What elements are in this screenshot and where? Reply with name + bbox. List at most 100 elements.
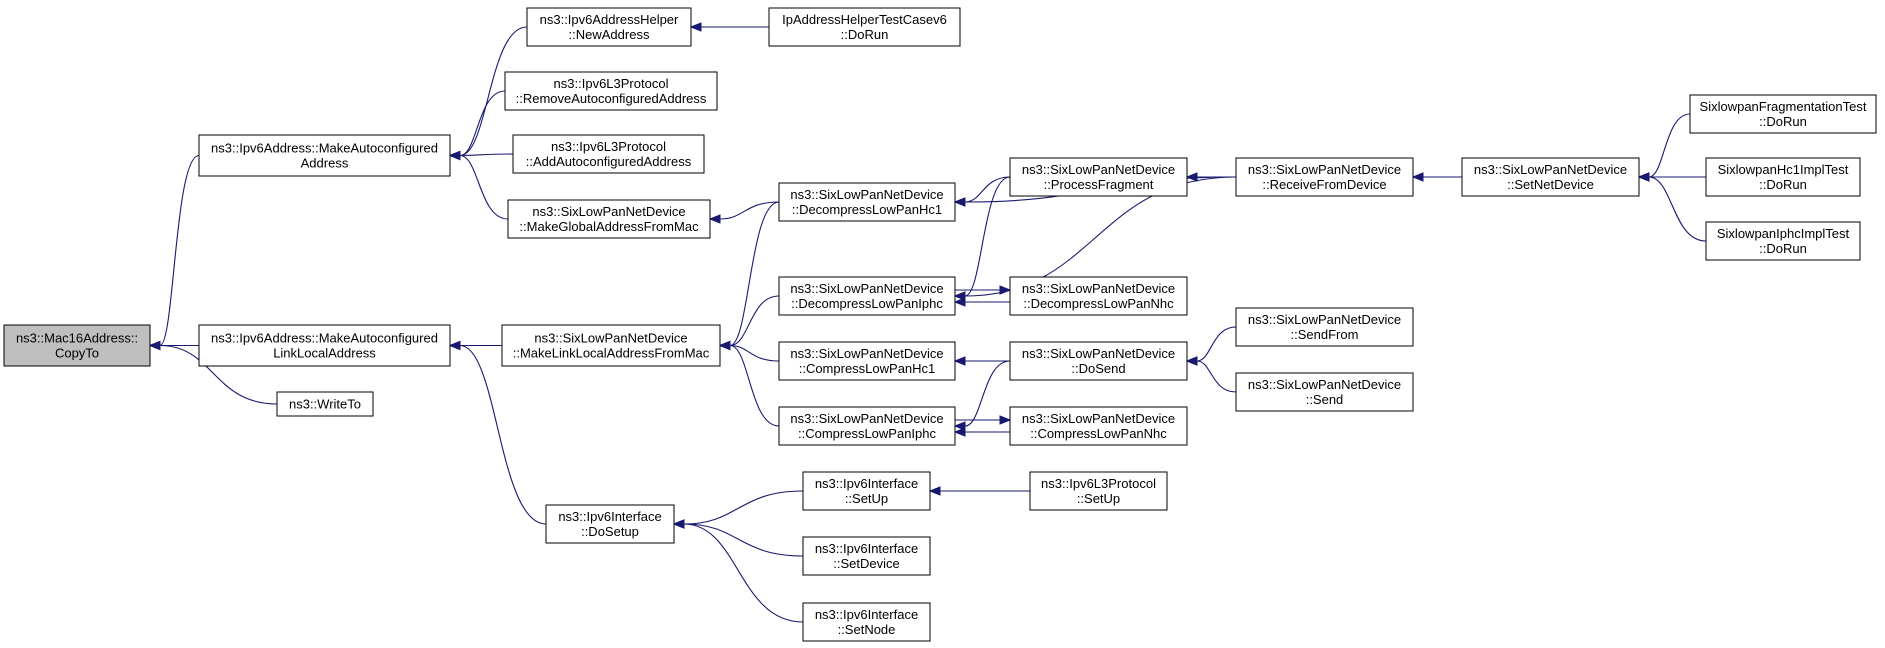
node-iphct[interactable]: SixlowpanIphcImplTest::DoRun [1705,221,1861,261]
node-wrto[interactable]: ns3::WriteTo [276,391,374,417]
edge-line [729,201,780,347]
edge-arrowhead [708,214,721,224]
node-sendfrom[interactable]: ns3::SixLowPanNetDevice::SendFrom [1235,307,1414,347]
node-label: ns3::SixLowPanNetDevice [790,281,943,296]
node-send[interactable]: ns3::SixLowPanNetDevice::Send [1235,372,1414,412]
edge-ciphc-to-cnhc [954,415,1012,425]
edge-arrowhead [999,285,1012,295]
edge-arrowhead [953,291,966,301]
edge-arrowhead [1185,356,1198,366]
node-label: SixlowpanHc1ImplTest [1718,162,1849,177]
node-box [198,324,451,367]
node-label: ns3::Ipv6L3Protocol [1041,476,1156,491]
node-remac[interactable]: ns3::Ipv6L3Protocol::RemoveAutoconfigure… [504,71,718,111]
edge-line [729,344,780,427]
node-dhc1[interactable]: ns3::SixLowPanNetDevice::DecompressLowPa… [778,182,956,222]
node-label: ::CompressLowPanIphc [798,426,937,441]
node-box [778,182,956,222]
node-diphc[interactable]: ns3::SixLowPanNetDevice::DecompressLowPa… [778,276,956,316]
edge-line [159,154,200,347]
edge-dhc1-to-mkglob [708,201,780,224]
edge-setnd-to-recv [1411,172,1463,182]
node-setnode[interactable]: ns3::Ipv6Interface::SetNode [802,602,931,642]
node-label: SixlowpanFragmentationTest [1700,99,1867,114]
edge-cnhc-to-ciphc [953,427,1011,437]
node-label: ns3::SixLowPanNetDevice [1022,281,1175,296]
node-box [802,471,931,511]
node-label: ns3::Ipv6L3Protocol [554,76,669,91]
node-label: ns3::Ipv6Interface [815,541,918,556]
node-fragt[interactable]: SixlowpanFragmentationTest::DoRun [1689,94,1877,134]
node-dnhc[interactable]: ns3::SixLowPanNetDevice::DecompressLowPa… [1009,276,1188,316]
edge-arrowhead [718,340,731,351]
node-dosend[interactable]: ns3::SixLowPanNetDevice::DoSend [1009,341,1188,381]
node-label: ns3::SixLowPanNetDevice [1022,162,1175,177]
node-box [1235,372,1414,412]
node-label: ::SendFrom [1291,327,1359,342]
node-procf[interactable]: ns3::SixLowPanNetDevice::ProcessFragment [1009,157,1188,197]
node-mka[interactable]: ns3::Ipv6Address::MakeAutoconfiguredAddr… [198,134,451,177]
node-label: ::SetUp [1077,491,1120,506]
edge-setnode-to-dsetup [672,519,804,623]
edge-arrowhead [999,415,1012,425]
node-label: ::DoRun [841,27,889,42]
edge-arrowhead [689,22,702,32]
node-label: IpAddressHelperTestCasev6 [782,12,947,27]
node-l3setup[interactable]: ns3::Ipv6L3Protocol::SetUp [1029,471,1168,511]
node-ciphc[interactable]: ns3::SixLowPanNetDevice::CompressLowPanI… [778,406,956,446]
node-newad[interactable]: ns3::Ipv6AddressHelper::NewAddress [526,7,692,47]
edge-arrowhead [953,427,966,437]
edge-arrowhead [1411,172,1424,182]
node-recv[interactable]: ns3::SixLowPanNetDevice::ReceiveFromDevi… [1235,157,1414,197]
node-box [768,7,961,47]
node-label: ns3::SixLowPanNetDevice [1248,162,1401,177]
edge-procf-to-diphc [953,176,1011,301]
node-box [1689,94,1877,134]
node-box [1009,341,1188,381]
node-box [276,391,374,417]
edge-wrto-to-root [148,340,278,405]
node-iptest[interactable]: IpAddressHelperTestCasev6::DoRun [768,7,961,47]
node-addac[interactable]: ns3::Ipv6L3Protocol::AddAutoconfiguredAd… [512,134,705,174]
node-box [198,134,451,177]
edge-line [964,360,1011,427]
node-label: ns3::SixLowPanNetDevice [1248,377,1401,392]
edge-ifsetup-to-dsetup [672,490,804,529]
edge-l3setup-to-ifsetup [928,486,1031,496]
edge-arrowhead [953,197,966,207]
edge-mka-to-root [148,154,200,351]
node-label: ::Send [1306,392,1344,407]
node-label: ::ProcessFragment [1044,177,1154,192]
edge-line [459,90,506,157]
node-cnhc[interactable]: ns3::SixLowPanNetDevice::CompressLowPanN… [1009,406,1188,446]
node-mkglob[interactable]: ns3::SixLowPanNetDevice::MakeGlobalAddre… [507,199,711,239]
node-label: ns3::Mac16Address:: [16,331,138,346]
edges-layer [148,22,1707,623]
node-mkllm[interactable]: ns3::SixLowPanNetDevice::MakeLinkLocalAd… [501,324,721,367]
node-setdev[interactable]: ns3::Ipv6Interface::SetDevice [802,536,931,576]
node-label: ::SetDevice [833,556,899,571]
node-hc1t[interactable]: SixlowpanHc1ImplTest::DoRun [1705,157,1861,197]
node-box [501,324,721,367]
node-box [526,7,692,47]
edge-fragt-to-setnd [1637,113,1691,182]
node-label: ns3::Ipv6Address::MakeAutoconfigured [211,141,438,156]
node-box [512,134,705,174]
node-dsetup[interactable]: ns3::Ipv6Interface::DoSetup [545,504,675,544]
node-box [545,504,675,544]
node-label: ns3::SixLowPanNetDevice [532,204,685,219]
edge-line [459,344,547,525]
node-chc1[interactable]: ns3::SixLowPanNetDevice::CompressLowPanH… [778,341,956,381]
node-label: ::DoSetup [581,524,639,539]
node-label: ::SetNetDevice [1507,177,1594,192]
node-setnd[interactable]: ns3::SixLowPanNetDevice::SetNetDevice [1461,157,1640,197]
node-ifsetup[interactable]: ns3::Ipv6Interface::SetUp [802,471,931,511]
node-box [802,602,931,642]
edge-dhc1-to-mkllm [718,201,780,351]
node-root[interactable]: ns3::Mac16Address::CopyTo [3,324,151,367]
node-mkll[interactable]: ns3::Ipv6Address::MakeAutoconfiguredLink… [198,324,451,367]
edge-line [683,523,804,623]
edge-arrowhead [672,519,685,529]
edge-line [1196,326,1237,362]
